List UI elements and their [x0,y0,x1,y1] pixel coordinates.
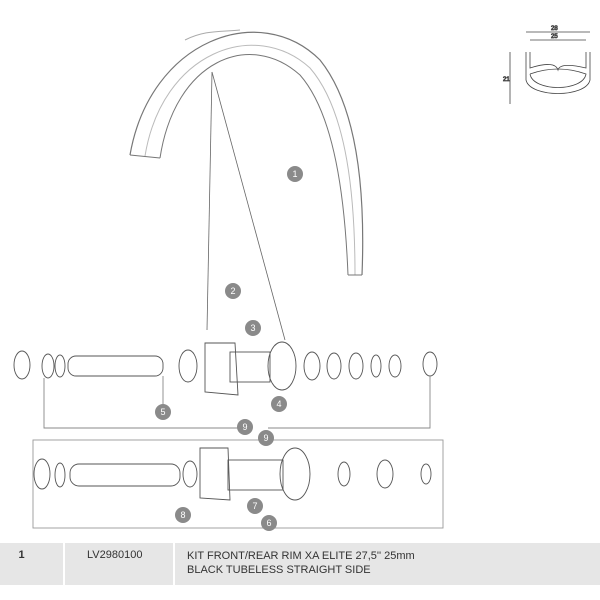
rear-hub [32,439,444,529]
svg-text:6: 6 [266,518,271,528]
spokes [206,71,286,341]
callouts: 1 2 3 4 5 9 9 7 8 6 [155,166,303,531]
rim-profile: 28 25 21 [503,26,591,104]
callout-5[interactable]: 5 [155,404,171,420]
callout-8[interactable]: 8 [175,507,191,523]
callout-1[interactable]: 1 [287,166,303,182]
callout-3[interactable]: 3 [245,320,261,336]
callout-2[interactable]: 2 [225,283,241,299]
callout-6[interactable]: 6 [261,515,277,531]
dim-height: 21 [503,77,510,83]
svg-text:2: 2 [230,286,235,296]
svg-text:9: 9 [263,433,268,443]
callout-7[interactable]: 7 [247,498,263,514]
description-line-2: BLACK TUBELESS STRAIGHT SIDE [187,564,371,576]
svg-text:3: 3 [250,323,255,333]
svg-text:8: 8 [180,510,185,520]
callout-4[interactable]: 4 [271,396,287,412]
dim-inner-width: 25 [551,34,558,40]
svg-text:5: 5 [160,407,165,417]
dim-outer-width: 28 [551,26,558,32]
exploded-parts-diagram: 28 25 21 1 2 3 4 5 9 9 7 8 [13,26,591,531]
part-code: LV2980100 [65,543,175,585]
part-number: 1 [0,543,65,585]
front-hub [13,341,438,429]
part-description: KIT FRONT/REAR RIM XA ELITE 27,5'' 25mm … [175,543,600,585]
svg-text:9: 9 [242,422,247,432]
callout-9b[interactable]: 9 [258,430,274,446]
callout-9a[interactable]: 9 [237,419,253,435]
parts-table-row: 1 LV2980100 KIT FRONT/REAR RIM XA ELITE … [0,543,600,585]
rim-illustration [129,29,364,276]
description-line-1: KIT FRONT/REAR RIM XA ELITE 27,5'' 25mm [187,550,415,562]
svg-text:1: 1 [292,169,297,179]
svg-text:4: 4 [276,399,281,409]
svg-text:7: 7 [252,501,257,511]
